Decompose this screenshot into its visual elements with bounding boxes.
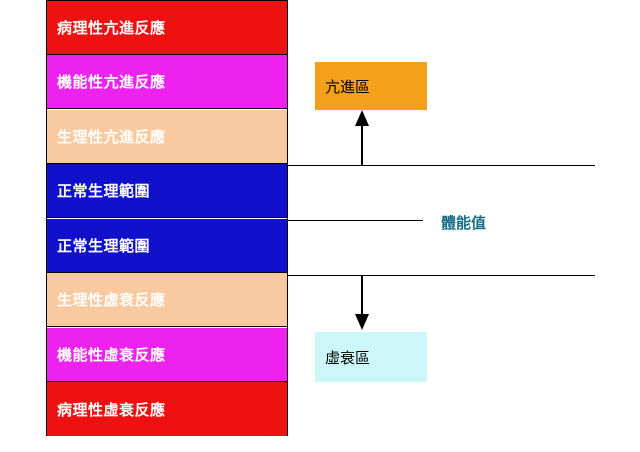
- hypo-zone-box: 虛衰區: [315, 332, 427, 382]
- down-arrow-icon: [355, 314, 369, 330]
- body-energy-label: 體能值: [441, 214, 487, 232]
- hyper-zone-box: 亢進區: [315, 62, 427, 110]
- lower-threshold-line: [288, 275, 595, 276]
- center-line: [288, 220, 423, 221]
- band-normal-lower: 正常生理範圍: [47, 219, 287, 273]
- up-arrow-shaft: [361, 125, 363, 165]
- band-pathological-hyper: 病理性亢進反應: [47, 1, 287, 55]
- up-arrow-icon: [355, 110, 369, 126]
- band-functional-hyper: 機能性亢進反應: [47, 55, 287, 109]
- band-pathological-hypo: 病理性虛衰反應: [47, 382, 287, 436]
- band-physiological-hyper: 生理性亢進反應: [47, 110, 287, 164]
- hyper-zone-label: 亢進區: [325, 77, 371, 96]
- band-physiological-hypo: 生理性虛衰反應: [47, 273, 287, 327]
- band-normal-upper: 正常生理範圍: [47, 164, 287, 218]
- hypo-zone-label: 虛衰區: [325, 348, 371, 367]
- down-arrow-shaft: [361, 276, 363, 314]
- band-functional-hypo: 機能性虛衰反應: [47, 328, 287, 382]
- response-stack: 病理性亢進反應 機能性亢進反應 生理性亢進反應 正常生理範圍 正常生理範圍 生理…: [46, 0, 288, 436]
- upper-threshold-line: [288, 165, 595, 166]
